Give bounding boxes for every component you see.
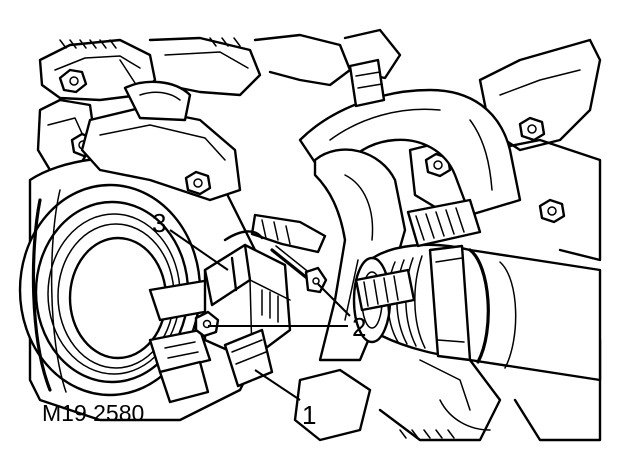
callout-3: 3 xyxy=(152,208,166,238)
bolt-head-upper-left xyxy=(58,68,88,94)
breather-hose xyxy=(313,148,407,362)
air-intake-hose xyxy=(298,58,522,217)
bolt-head-right-upper xyxy=(518,116,546,142)
corrugated-air-duct xyxy=(352,198,602,382)
throttle-position-sensor xyxy=(203,243,292,388)
callout-1: 1 xyxy=(302,400,316,430)
leader-lines xyxy=(169,229,351,401)
leader-line-3 xyxy=(169,229,229,271)
figure-reference: M19 2580 xyxy=(42,400,144,426)
throttle-body xyxy=(18,80,272,422)
bolt-head-right-middle xyxy=(424,152,452,178)
leader-line-1 xyxy=(254,369,301,401)
bolt-head-right-lower xyxy=(538,198,566,224)
sensor-fixing-screws xyxy=(194,213,328,338)
callout-2: 2 xyxy=(352,312,366,342)
leader-line-2-upper xyxy=(317,283,351,317)
bolt-head-throttle-flange xyxy=(184,170,212,196)
